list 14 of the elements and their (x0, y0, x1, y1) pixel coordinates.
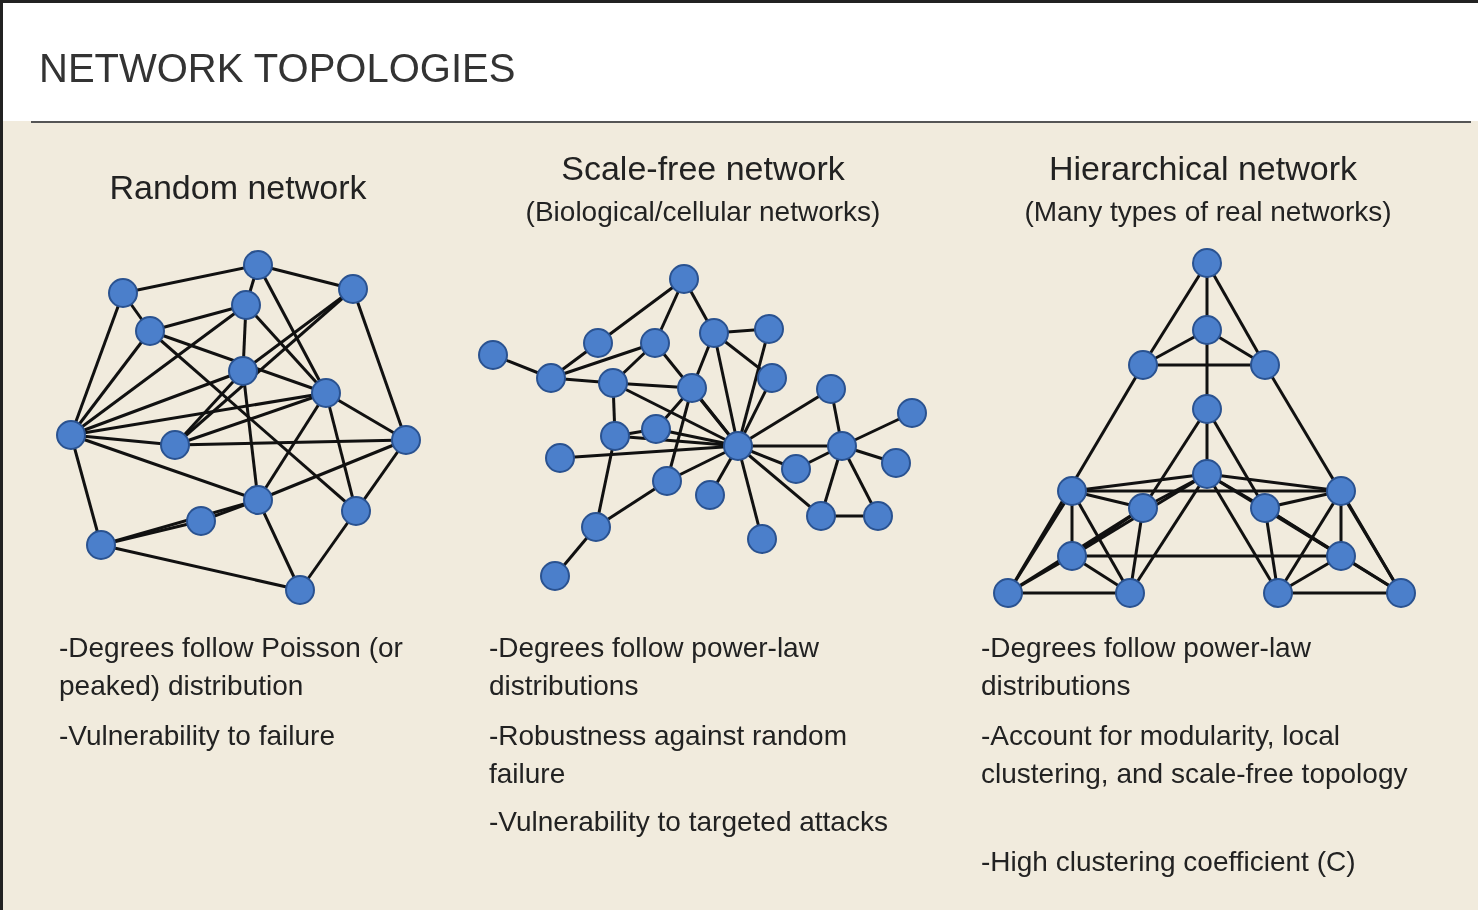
panel-heading: Random network (108, 168, 368, 206)
panel-heading: Hierarchical network (1048, 149, 1358, 187)
panel-subtitle: (Many types of real networks) (1023, 195, 1393, 229)
bullet-text: -High clustering coefficient (C) (981, 845, 1357, 879)
bullet-text: -Vulnerability to targeted attacks (489, 805, 889, 839)
bullet-text: -Account for modularity, local clustering, and scale-free topology (981, 719, 1409, 791)
bullet-text: -Degrees follow Poisson (or peaked) distribution (59, 631, 404, 703)
bullet-text: -Degrees follow power-law distributions (489, 631, 820, 703)
panel-heading: Scale-free network (560, 149, 846, 187)
bullet-text: -Robustness against random failure (489, 719, 848, 791)
title: NETWORK TOPOLOGIES (39, 45, 516, 91)
bullet-text: -Vulnerability to failure (59, 719, 336, 753)
bullet-text: -Degrees follow power-law distributions (981, 631, 1312, 703)
panel-subtitle: (Biological/cellular networks) (524, 195, 882, 229)
